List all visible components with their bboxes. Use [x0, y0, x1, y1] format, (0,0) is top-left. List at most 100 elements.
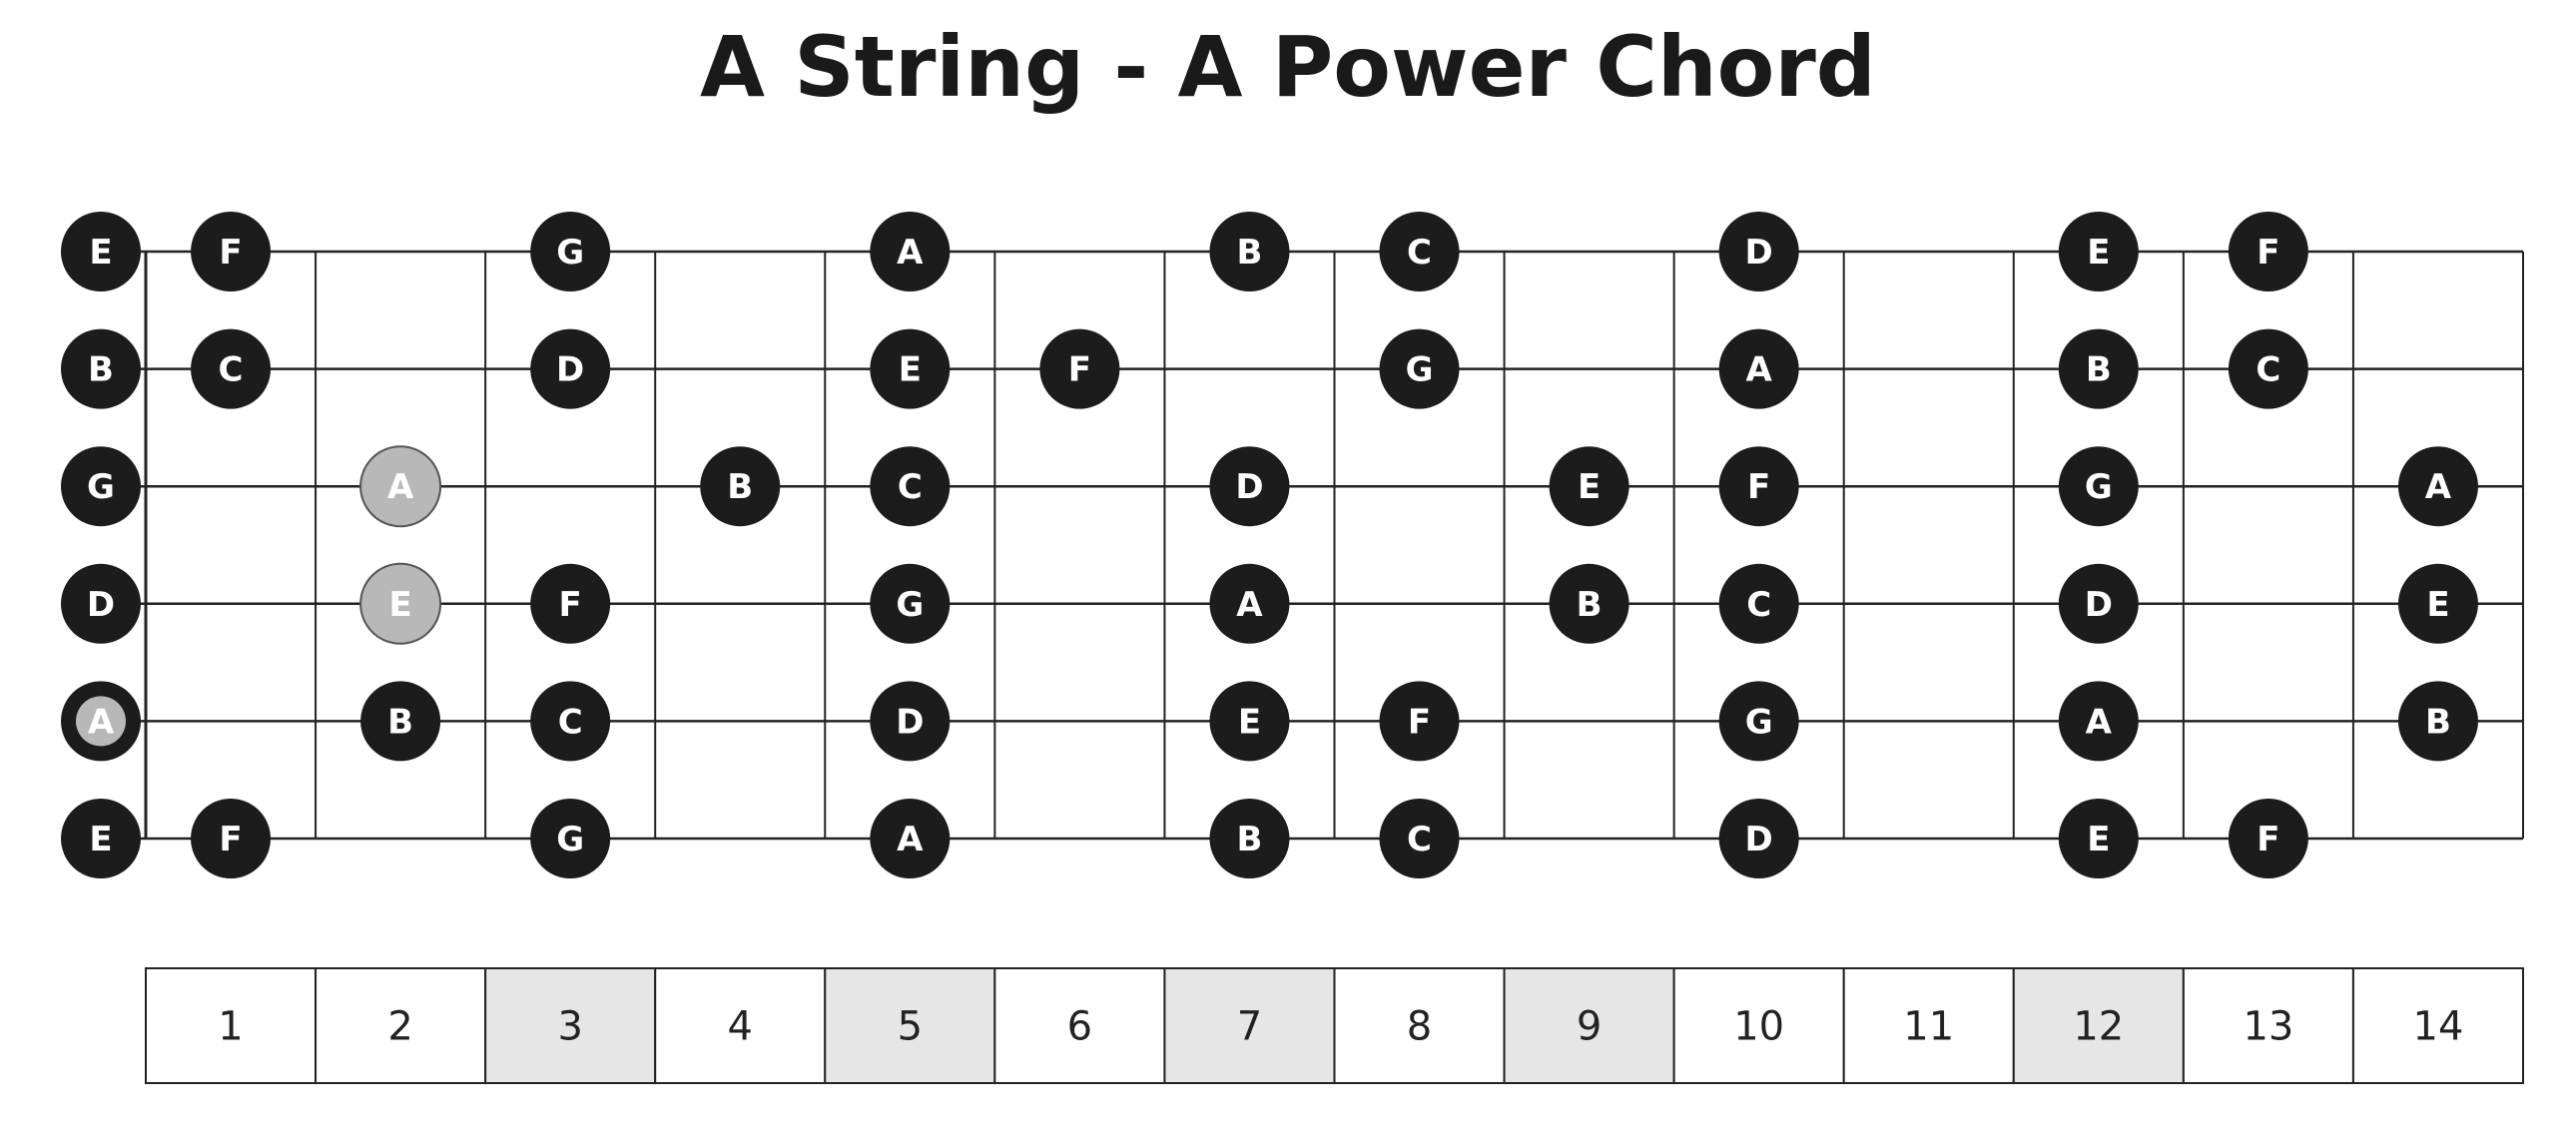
note-dot [2228, 799, 2308, 878]
note-label: E [89, 233, 112, 273]
highlighted-note-dot [359, 562, 442, 645]
note-label: C [1407, 820, 1432, 859]
note-label: B [2086, 350, 2112, 390]
fret-number-box [654, 967, 827, 1084]
note-label: G [1745, 702, 1773, 742]
fret-number-label: 11 [1903, 1004, 1954, 1050]
note-dot [61, 212, 141, 291]
note-label: G [1406, 350, 1434, 390]
note-label: C [558, 702, 583, 742]
note-dot [2058, 799, 2139, 878]
note-dot [1718, 328, 1799, 409]
note-label: G [87, 467, 115, 507]
note-label: E [2087, 233, 2110, 273]
note-dot [1209, 212, 1290, 291]
note-label: A [2425, 467, 2452, 507]
note-dot [1379, 212, 1460, 291]
note-dot [191, 212, 272, 291]
fret-number-box [2351, 967, 2524, 1084]
note-label: C [1407, 233, 1432, 273]
note-dot [1718, 446, 1799, 527]
note-label: G [2085, 467, 2113, 507]
note-dot [1209, 681, 1290, 762]
note-dot [2228, 328, 2308, 409]
note-label: D [87, 585, 115, 625]
fret-number-label: 1 [218, 1004, 243, 1050]
note-label: E [1578, 467, 1601, 507]
note-dot [1209, 446, 1290, 527]
note-dot [2397, 446, 2478, 527]
note-dot [191, 799, 272, 878]
note-label: B [387, 702, 413, 742]
note-dot [2228, 212, 2308, 291]
note-label: C [2255, 350, 2280, 390]
note-dot [1718, 681, 1799, 762]
note-label: A [88, 702, 115, 742]
note-label: B [727, 467, 753, 507]
fret-number-box [1333, 967, 1506, 1084]
fret-number-label: 7 [1237, 1004, 1262, 1050]
note-dot [1039, 328, 1120, 409]
note-dot [1209, 563, 1290, 644]
note-label: F [2256, 820, 2279, 859]
fret-number-box [145, 967, 318, 1084]
note-dot [1379, 681, 1460, 762]
note-dot [61, 328, 141, 409]
note-dot [2058, 212, 2139, 291]
fret-marker-box [484, 967, 657, 1084]
note-dot [530, 799, 611, 878]
note-dot [1718, 799, 1799, 878]
note-dot [1209, 799, 1290, 878]
highlighted-note-dot [359, 445, 442, 528]
fret-marker-box [824, 967, 996, 1084]
note-dot [870, 799, 951, 878]
note-dot [1549, 563, 1629, 644]
note-dot [360, 681, 441, 762]
fret-number-label: 5 [898, 1004, 923, 1050]
note-dot [1379, 799, 1460, 878]
note-label: F [1408, 702, 1431, 742]
note-dot [530, 681, 611, 762]
note-label: B [1577, 585, 1603, 625]
fret-number-label: 3 [557, 1004, 582, 1050]
note-label: E [1238, 702, 1261, 742]
fret-number-label: 9 [1577, 1004, 1602, 1050]
note-label: A [1236, 585, 1263, 625]
note-dot [530, 212, 611, 291]
note-label: F [219, 233, 242, 273]
fret-number-label: 13 [2243, 1004, 2293, 1050]
note-dot [530, 328, 611, 409]
note-label: E [388, 585, 411, 625]
note-dot [61, 563, 141, 644]
note-label: D [1745, 233, 1773, 273]
note-label: A [897, 820, 924, 859]
note-label: A [1746, 350, 1773, 390]
note-dot [2397, 563, 2478, 644]
note-dot [191, 328, 272, 409]
note-dot [2058, 446, 2139, 527]
note-dot [1718, 212, 1799, 291]
note-label: C [219, 350, 244, 390]
note-label: D [1745, 820, 1773, 859]
fret-number-label: 2 [387, 1004, 412, 1050]
note-label: C [1746, 585, 1771, 625]
note-label: E [2426, 585, 2449, 625]
note-label: E [899, 350, 922, 390]
note-dot [870, 446, 951, 527]
fret-number-label: 10 [1733, 1004, 1784, 1050]
note-label: D [2085, 585, 2113, 625]
highlighted-open-note-dot [76, 696, 126, 747]
note-dot [1718, 563, 1799, 644]
fret-number-label: 14 [2413, 1004, 2464, 1050]
note-label: A [2086, 702, 2113, 742]
note-label: F [1747, 467, 1770, 507]
note-dot [61, 799, 141, 878]
fret-number-box [315, 967, 487, 1084]
fret-number-box [2182, 967, 2354, 1084]
note-dot [700, 446, 781, 527]
note-label: D [1235, 467, 1263, 507]
note-dot [870, 212, 951, 291]
note-label: D [556, 350, 584, 390]
fret-number-label: 12 [2073, 1004, 2124, 1050]
